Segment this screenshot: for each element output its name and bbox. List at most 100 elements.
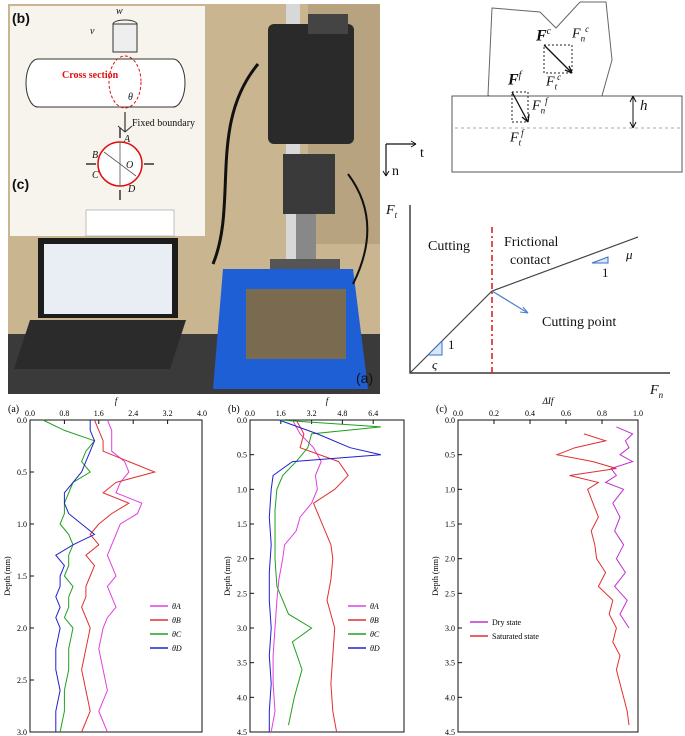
chart-1-ytick-label: 0.0 — [17, 416, 27, 425]
chart-2-frame — [249, 419, 405, 733]
mu-slope-one-label: 1 — [602, 265, 609, 280]
fnc-label: Fnc — [572, 24, 590, 44]
frictional-label-line1: Frictional — [504, 235, 559, 250]
panel-c-label: (c) — [12, 176, 30, 192]
chart-2-series-line — [270, 419, 322, 733]
chart-3-ytick-label: 4.5 — [445, 728, 455, 736]
chart-2-ytick-label: 1.5 — [237, 520, 247, 529]
chart-2-xlabel: f — [326, 396, 330, 406]
chart-3-xtick-label: 0.4 — [525, 409, 535, 418]
chart-1-series-line — [81, 419, 157, 733]
apparatus-photo-drawing — [8, 4, 380, 394]
chart-3-legend-label: Dry state — [492, 618, 522, 627]
point-d-label: D — [128, 184, 136, 195]
chart-3-xtick-label: 0.2 — [489, 409, 499, 418]
t-axis-label: t — [420, 146, 424, 161]
chart-2-xtick-label: 1.6 — [276, 409, 286, 418]
cross-section-label: Cross section — [62, 70, 119, 81]
chart-3-ytick-label: 2.0 — [445, 555, 455, 564]
chart-3-ytick-label: 3.0 — [445, 624, 455, 633]
ft-axis-label: Ft — [386, 203, 398, 220]
cutting-point-label: Cutting point — [542, 315, 617, 330]
chart-1-legend-label: θC — [172, 630, 182, 639]
chart-2-series-line — [274, 419, 381, 726]
chart-2-legend-label: θD — [370, 644, 380, 653]
ff-label: Ff — [508, 70, 522, 89]
n-axis-label: n — [392, 164, 399, 179]
point-b-label: B — [92, 150, 99, 161]
chart-3-legend-label: Saturated state — [492, 632, 539, 641]
chart-1-ytick-label: 0.5 — [17, 468, 27, 477]
ftc-label: Ftc — [546, 72, 562, 92]
chart-1-xtick-label: 1.6 — [94, 409, 104, 418]
point-a-label: A — [124, 134, 131, 145]
point-c-label: C — [92, 170, 99, 181]
chart-1-panel-label: (a) — [8, 404, 19, 415]
chart-2-xtick-label: 0.0 — [245, 409, 255, 418]
chart-3-xtick-label: 0.0 — [453, 409, 463, 418]
chart-2-series-line — [295, 419, 349, 733]
chart-3-frame — [457, 419, 639, 733]
chart-2-series-line — [268, 419, 382, 732]
chart-2-ytick-label: 0.5 — [237, 451, 247, 460]
chart-1-xtick-label: 0.0 — [25, 409, 35, 418]
chart-1-ytick-label: 3.0 — [17, 728, 27, 736]
varsigma-label: ς — [432, 357, 438, 372]
cutting-region-label: Cutting — [428, 239, 471, 254]
apparatus-photo: (b) (c) (a) w v Cross section θ Fixed bo… — [8, 4, 380, 394]
chart-1-series-line — [42, 419, 96, 733]
chart-2-xtick-label: 6.4 — [368, 409, 378, 418]
fixed-boundary-label: Fixed boundary — [132, 118, 196, 129]
chart-2-xtick-label: 3.2 — [307, 409, 317, 418]
sketch-v-label: v — [90, 26, 95, 37]
chart-1-ytick-label: 1.5 — [17, 572, 27, 581]
chart-1-legend-label: θB — [172, 616, 181, 625]
chart-1-ytick-label: 2.5 — [17, 676, 27, 685]
mu-label: μ — [626, 247, 633, 262]
chart-3-series-line — [604, 426, 634, 629]
chart-2-ytick-label: 2.5 — [237, 589, 247, 598]
cutting-force-diagram-drawing — [382, 1, 683, 177]
chart-3-panel-label: (c) — [436, 404, 447, 415]
chart-1-xtick-label: 0.8 — [59, 409, 69, 418]
chart-2-ytick-label: 2.0 — [237, 555, 247, 564]
chart-1-xtick-label: 2.4 — [128, 409, 138, 418]
chart-3-ytick-label: 4.0 — [445, 693, 455, 702]
h-label: h — [640, 98, 648, 114]
chart-2-ytick-label: 3.0 — [237, 624, 247, 633]
frictional-label-line2: contact — [510, 253, 551, 268]
chart-2-ytick-label: 3.5 — [237, 659, 247, 668]
chart-1-xlabel: f — [115, 396, 119, 406]
panel-b-label: (b) — [12, 10, 30, 26]
fn-axis-label: Fn — [650, 383, 664, 400]
chart-2-ylabel: Depth (mm) — [223, 556, 232, 596]
chart-3-ytick-label: 3.5 — [445, 659, 455, 668]
photo-panel-a-label: (a) — [356, 370, 374, 386]
chart-3-ytick-label: 0.5 — [445, 451, 455, 460]
chart-2-ytick-label: 4.5 — [237, 728, 247, 736]
chart-1-ylabel: Depth (mm) — [3, 556, 12, 596]
chart-2-legend-label: θC — [370, 630, 380, 639]
chart-2-legend-label: θA — [370, 602, 379, 611]
chart-1-series-line — [55, 420, 96, 732]
chart-3-series-line — [555, 433, 630, 726]
chart-1-legend-label: θA — [172, 602, 181, 611]
chart-1-ytick-label: 2.0 — [17, 624, 27, 633]
ftf-label: Ftf — [510, 128, 524, 148]
sketch-theta-label: θ — [128, 92, 133, 103]
chart-1-legend-label: θD — [172, 644, 182, 653]
force-relation-plot-drawing — [409, 205, 670, 374]
force-relation-plot: Ft Fn Cutting Frictional contact Cutting… — [380, 195, 685, 405]
varsigma-slope-one-label: 1 — [448, 337, 455, 352]
chart-1-series-line — [98, 419, 143, 733]
chart-3-ytick-label: 0.0 — [445, 416, 455, 425]
chart-3-xlabel: ΔIf — [542, 396, 555, 406]
sketch-w-label: w — [116, 6, 123, 17]
chart-1-xtick-label: 3.2 — [163, 409, 173, 418]
chart-3-ytick-label: 1.0 — [445, 485, 455, 494]
chart-2-legend-label: θB — [370, 616, 379, 625]
chart-3-xtick-label: 1.0 — [633, 409, 643, 418]
fnf-label: Fnf — [532, 96, 548, 116]
chart-2-ytick-label: 0.0 — [237, 416, 247, 425]
